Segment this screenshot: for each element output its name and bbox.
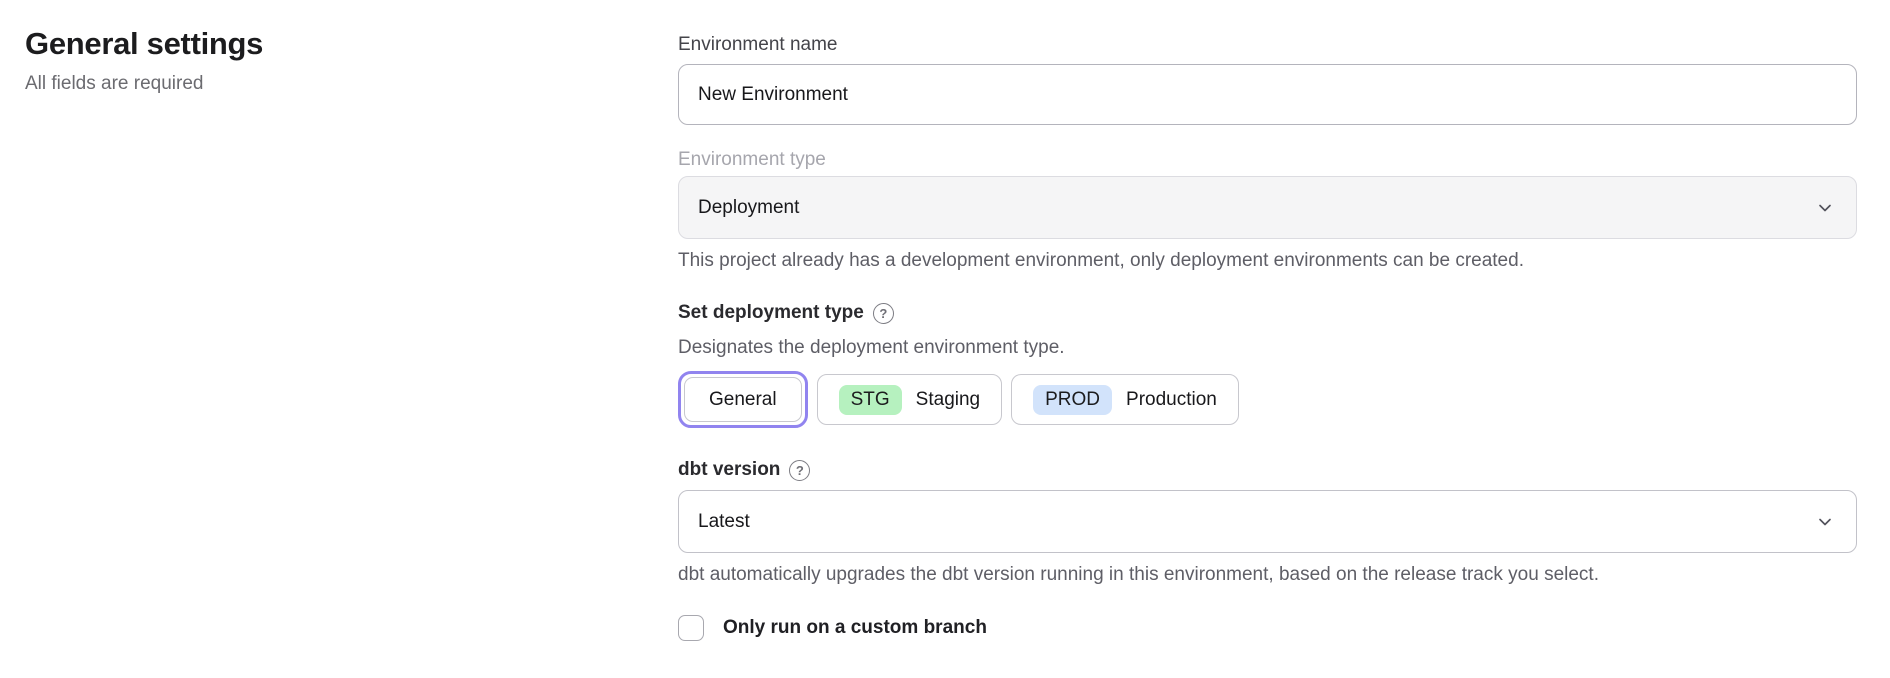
environment-name-input[interactable] bbox=[678, 64, 1857, 125]
help-icon[interactable]: ? bbox=[789, 459, 811, 481]
dbt-version-select[interactable]: Latest bbox=[678, 490, 1857, 553]
environment-form: Environment name Environment type Deploy… bbox=[678, 0, 1857, 641]
environment-type-value: Deployment bbox=[698, 196, 800, 218]
environment-name-label: Environment name bbox=[678, 34, 838, 55]
option-label: General bbox=[709, 388, 777, 410]
deployment-type-label-row: Set deployment type ? bbox=[678, 301, 1857, 325]
dbt-version-value: Latest bbox=[698, 510, 750, 532]
staging-badge: STG bbox=[838, 384, 902, 415]
custom-branch-checkbox[interactable] bbox=[678, 615, 704, 641]
custom-branch-row: Only run on a custom branch bbox=[678, 615, 1857, 641]
chevron-down-icon bbox=[1815, 512, 1835, 532]
deployment-type-option-general[interactable]: General bbox=[684, 377, 802, 422]
settings-header: General settings All fields are required bbox=[25, 26, 585, 95]
environment-type-select[interactable]: Deployment bbox=[678, 176, 1857, 239]
environment-type-helper: This project already has a development e… bbox=[678, 250, 1524, 271]
option-label: Staging bbox=[915, 388, 981, 410]
deployment-type-option-staging[interactable]: STG Staging bbox=[816, 374, 1003, 425]
deployment-type-option-production[interactable]: PROD Production bbox=[1011, 374, 1239, 425]
deployment-type-label: Set deployment type bbox=[678, 302, 864, 323]
environment-type-label: Environment type bbox=[678, 149, 826, 170]
dbt-version-label: dbt version bbox=[678, 459, 781, 480]
option-label: Production bbox=[1126, 388, 1217, 410]
production-badge: PROD bbox=[1033, 384, 1113, 415]
help-icon[interactable]: ? bbox=[872, 302, 894, 324]
page-title: General settings bbox=[25, 26, 264, 61]
deployment-type-options: General STG Staging PROD Production bbox=[678, 371, 1857, 428]
dbt-version-label-row: dbt version ? bbox=[678, 458, 1857, 482]
chevron-down-icon bbox=[1815, 198, 1835, 218]
dbt-version-helper: dbt automatically upgrades the dbt versi… bbox=[678, 564, 1599, 585]
deployment-type-helper: Designates the deployment environment ty… bbox=[678, 337, 1065, 358]
selected-option-focus-ring: General bbox=[678, 371, 808, 428]
custom-branch-label[interactable]: Only run on a custom branch bbox=[723, 617, 987, 638]
page-subtitle: All fields are required bbox=[25, 73, 204, 94]
